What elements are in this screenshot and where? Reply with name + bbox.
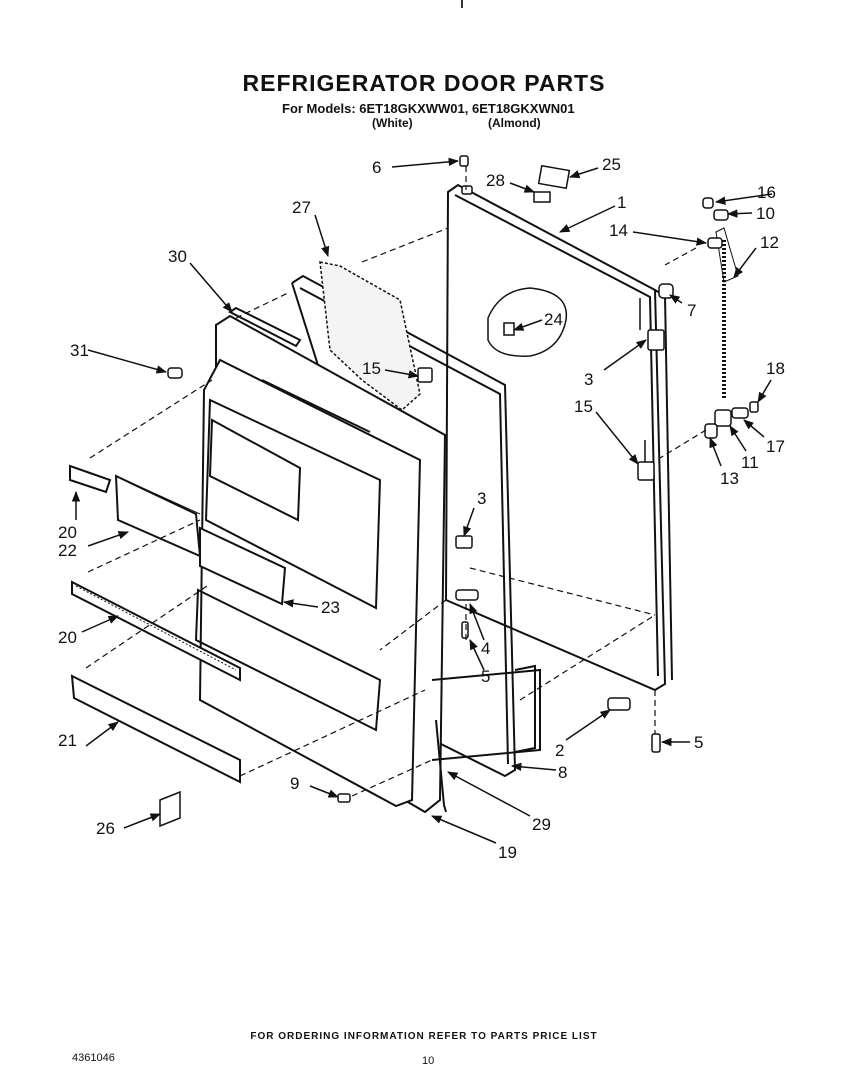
callout-15b: 15 <box>574 397 593 416</box>
callout-12: 12 <box>760 233 779 252</box>
callout-20a: 20 <box>58 523 77 542</box>
callout-20b: 20 <box>58 628 77 647</box>
door-shelves <box>69 306 302 784</box>
callout-28: 28 <box>486 171 505 190</box>
callout-16: 16 <box>757 183 776 202</box>
callout-1: 1 <box>617 193 626 212</box>
callout-19: 19 <box>498 843 517 862</box>
callout-5a: 5 <box>481 667 490 686</box>
inner-door-liner <box>194 314 447 814</box>
callout-17: 17 <box>766 437 785 456</box>
callout-29: 29 <box>532 815 551 834</box>
callout-8: 8 <box>558 763 567 782</box>
callout-labels: 6 28 25 1 27 30 31 15 24 14 16 10 12 7 3… <box>58 155 785 862</box>
page-title: REFRIGERATOR DOOR PARTS <box>242 70 606 96</box>
callout-5b: 5 <box>694 733 703 752</box>
callout-22: 22 <box>58 541 77 560</box>
callout-3a: 3 <box>584 370 593 389</box>
color-almond-label: (Almond) <box>488 116 541 130</box>
lower-trim <box>431 664 541 813</box>
callout-14: 14 <box>609 221 628 240</box>
callout-3b: 3 <box>477 489 486 508</box>
panel-cutaway <box>487 287 568 357</box>
ordering-note: FOR ORDERING INFORMATION REFER TO PARTS … <box>250 1031 598 1042</box>
callout-26: 26 <box>96 819 115 838</box>
callout-10: 10 <box>756 204 775 223</box>
callout-11: 11 <box>741 453 759 472</box>
callout-9: 9 <box>290 774 299 793</box>
callout-13: 13 <box>720 469 739 488</box>
callout-6: 6 <box>372 158 381 177</box>
callout-18: 18 <box>766 359 785 378</box>
callout-27: 27 <box>292 198 311 217</box>
callout-30: 30 <box>168 247 187 266</box>
callout-23: 23 <box>321 598 340 617</box>
breaker-strip <box>319 261 421 411</box>
callout-24: 24 <box>544 310 563 329</box>
scan-mark <box>461 0 463 8</box>
callout-25: 25 <box>602 155 621 174</box>
assembly-lines <box>85 166 707 797</box>
document-number: 4361046 <box>72 1052 115 1064</box>
callout-21: 21 <box>58 731 77 750</box>
callout-7: 7 <box>687 301 696 320</box>
callout-4: 4 <box>481 639 490 658</box>
callout-31: 31 <box>70 341 89 360</box>
page-number: 10 <box>422 1055 435 1067</box>
callout-15a: 15 <box>362 359 381 378</box>
model-numbers: For Models: 6ET18GKXWW01, 6ET18GKXWN01 <box>282 101 575 116</box>
callout-2: 2 <box>555 741 564 760</box>
leader-lines <box>71 157 773 844</box>
clip-24 <box>503 322 515 336</box>
color-white-label: (White) <box>372 116 413 130</box>
outer-door-panel <box>444 183 673 692</box>
